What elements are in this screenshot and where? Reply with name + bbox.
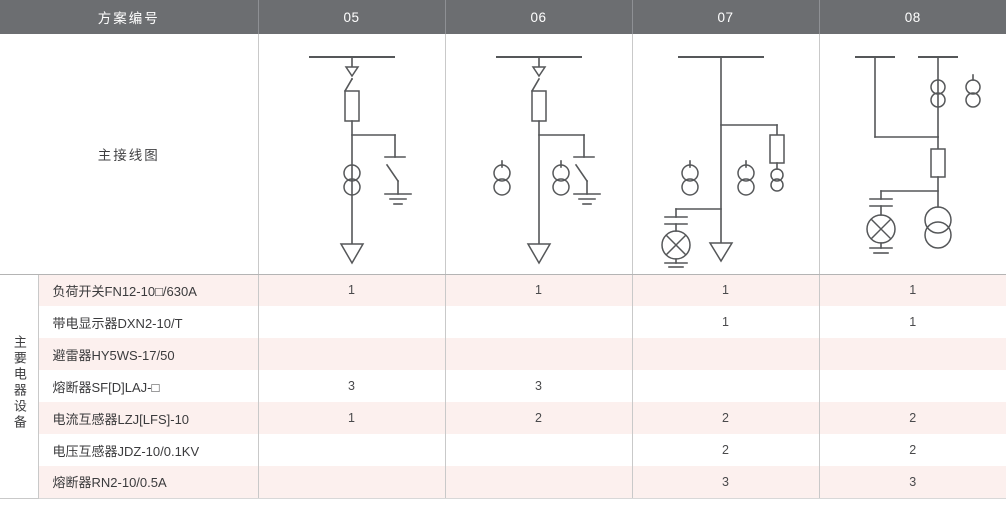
cell-r5-c05	[258, 434, 446, 466]
cell-r2-c05	[258, 338, 446, 370]
table-row: 熔断器RN2-10/0.5A 3 3	[0, 466, 1006, 499]
header-col-05: 05	[258, 0, 446, 34]
cell-r1-c07: 1	[632, 306, 820, 338]
cell-r5-c06	[445, 434, 633, 466]
diagram-cell-08	[819, 34, 1006, 275]
table-row: 带电显示器DXN2-10/T 1 1	[0, 306, 1006, 338]
item-label: 带电显示器DXN2-10/T	[38, 306, 259, 338]
header-col-07: 07	[632, 0, 820, 34]
cell-r5-c07: 2	[632, 434, 820, 466]
cell-r5-c08: 2	[819, 434, 1006, 466]
cell-r3-c06: 3	[445, 370, 633, 402]
table-body: 主接线图	[0, 34, 1006, 499]
cell-r0-c05: 1	[258, 274, 446, 306]
cell-r3-c07	[632, 370, 820, 402]
diagram-cell-05	[258, 34, 446, 275]
item-label: 电压互感器JDZ-10/0.1KV	[38, 434, 259, 466]
header-col-06: 06	[445, 0, 633, 34]
cell-r6-c05	[258, 466, 446, 499]
table-row: 电流互感器LZJ[LFS]-10 1 2 2 2	[0, 402, 1006, 434]
item-label: 负荷开关FN12-10□/630A	[38, 274, 259, 306]
group-label-text: 主要电器设备	[11, 334, 27, 431]
group-label-cell: 主要电器设备	[0, 274, 39, 499]
cell-r0-c06: 1	[445, 274, 633, 306]
scheme-08-diagram	[854, 55, 981, 254]
item-label: 熔断器SF[D]LAJ-□	[38, 370, 259, 402]
header-row: 方案编号 05 06 07 08	[0, 0, 1006, 34]
table-row: 电压互感器JDZ-10/0.1KV 2 2	[0, 434, 1006, 466]
table-row: 避雷器HY5WS-17/50	[0, 338, 1006, 370]
header-col-08: 08	[819, 0, 1006, 34]
cell-r6-c07: 3	[632, 466, 820, 499]
cell-r1-c06	[445, 306, 633, 338]
diagram-cell-07	[632, 34, 820, 275]
cell-r0-c08: 1	[819, 274, 1006, 306]
scheme-05-diagram	[308, 55, 412, 265]
cell-r1-c08: 1	[819, 306, 1006, 338]
cell-r4-c07: 2	[632, 402, 820, 434]
cell-r4-c05: 1	[258, 402, 446, 434]
cell-r6-c08: 3	[819, 466, 1006, 499]
diagram-row: 主接线图	[0, 34, 1006, 275]
cell-r4-c08: 2	[819, 402, 1006, 434]
diagram-row-label: 主接线图	[0, 34, 259, 275]
cell-r2-c06	[445, 338, 633, 370]
scheme-spec-table: 方案编号 05 06 07 08 主接线图	[0, 0, 1006, 499]
cell-r3-c05: 3	[258, 370, 446, 402]
cell-r1-c05	[258, 306, 446, 338]
cell-r0-c07: 1	[632, 274, 820, 306]
cell-r3-c08	[819, 370, 1006, 402]
table-header: 方案编号 05 06 07 08	[0, 0, 1006, 34]
table-row: 熔断器SF[D]LAJ-□ 3 3	[0, 370, 1006, 402]
item-label: 电流互感器LZJ[LFS]-10	[38, 402, 259, 434]
table-row: 主要电器设备 负荷开关FN12-10□/630A 1 1 1 1	[0, 274, 1006, 499]
cell-r2-c07	[632, 338, 820, 370]
header-row-label: 方案编号	[0, 0, 259, 34]
item-label: 避雷器HY5WS-17/50	[38, 338, 259, 370]
scheme-06-diagram	[492, 55, 601, 265]
diagram-cell-06	[445, 34, 633, 275]
cell-r2-c08	[819, 338, 1006, 370]
item-label: 熔断器RN2-10/0.5A	[38, 466, 259, 499]
cell-r6-c06	[445, 466, 633, 499]
cell-r4-c06: 2	[445, 402, 633, 434]
scheme-07-diagram	[660, 55, 785, 268]
